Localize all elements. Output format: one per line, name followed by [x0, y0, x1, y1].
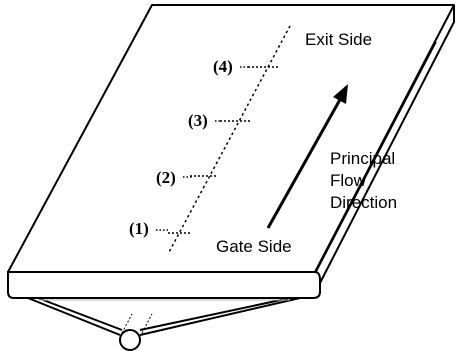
plate-front-edge — [7, 271, 321, 299]
sprue-dotted-left — [121, 313, 133, 334]
flow-label-line3: Direction — [330, 193, 397, 212]
plate-top-surface — [7, 4, 455, 273]
gate-circle — [119, 329, 141, 351]
measurement-line — [167, 25, 291, 255]
runner-channel — [27, 297, 301, 336]
position-label-4: (4) — [213, 57, 233, 76]
sprue-dotted-right — [141, 313, 153, 334]
flow-arrow-head — [333, 84, 348, 104]
flow-arrow-shaft — [266, 95, 344, 229]
flow-label-line2: Flow — [330, 171, 367, 190]
flow-label-line1: Principal — [330, 149, 395, 168]
position-label-2: (2) — [156, 168, 176, 187]
plate-right-edge-inner — [315, 41, 437, 273]
gate-side-label: Gate Side — [216, 237, 292, 256]
position-label-3: (3) — [188, 111, 208, 130]
plate-right-edge — [319, 5, 455, 284]
position-label-1: (1) — [129, 219, 149, 238]
exit-side-label: Exit Side — [305, 30, 372, 49]
